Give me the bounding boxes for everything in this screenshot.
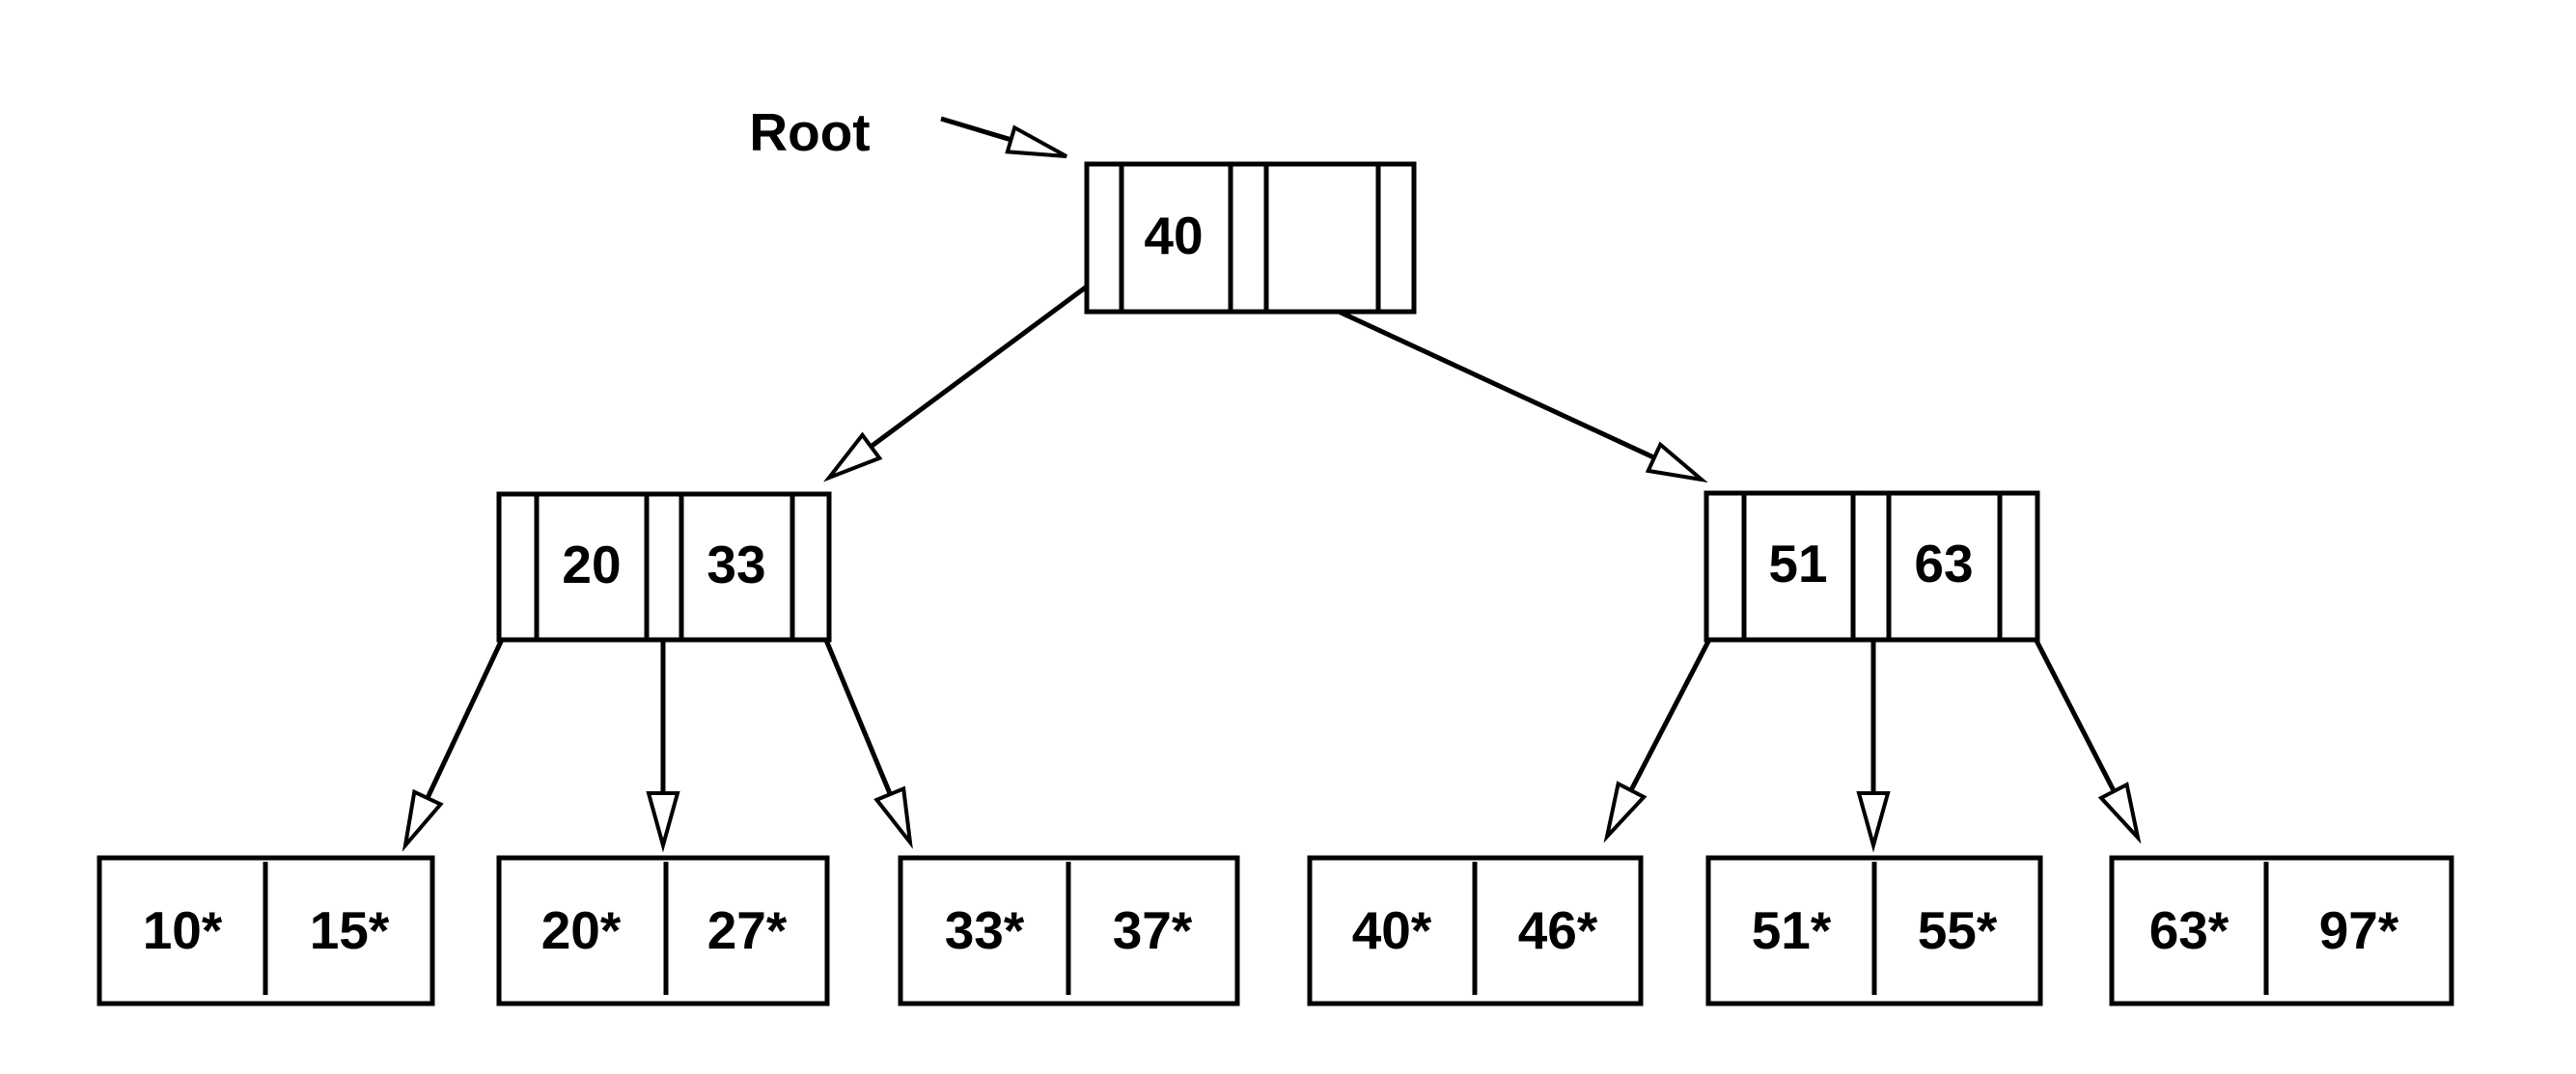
leaf-entry: 20*: [541, 900, 622, 960]
edge-shaft: [425, 611, 517, 800]
leaf-entry: 63*: [2149, 900, 2230, 960]
root-pointer-arrow-shaft: [940, 116, 1012, 143]
arrowhead-icon: [1856, 791, 1891, 853]
leaf-node-3: 33* 37*: [898, 855, 1240, 1006]
leaf-node-4: 40* 46*: [1307, 855, 1644, 1006]
internal-node-right: 51 63: [1703, 490, 2040, 643]
edge-right-internal-to-leaf5: [1856, 608, 1891, 853]
arrowhead-icon: [646, 791, 680, 853]
leaf-entry: 51*: [1752, 900, 1832, 960]
internal-node-box: [496, 491, 832, 643]
leaf-node-box: [496, 855, 830, 1006]
root-pointer-annotation: Root: [749, 102, 1067, 162]
leaf-entry: 33*: [945, 900, 1025, 960]
internal-key: 63: [1914, 534, 1973, 593]
leaf-node-2: 20* 27*: [496, 855, 830, 1006]
leaf-node-6: 63* 97*: [2109, 855, 2454, 1006]
root-key: 40: [1144, 206, 1203, 265]
edge-left-internal-to-leaf1: [402, 611, 517, 852]
leaf-node-5: 51* 55*: [1705, 855, 2043, 1006]
arrowhead-icon: [1645, 441, 1708, 483]
arrowhead-icon: [822, 431, 883, 482]
leaf-entry: 46*: [1518, 900, 1598, 960]
leaf-entry: 97*: [2319, 900, 2399, 960]
internal-node-box: [1703, 490, 2040, 643]
leaf-node-1: 10* 15*: [97, 855, 435, 1006]
leaf-entry: 10*: [143, 900, 223, 960]
internal-key: 20: [562, 535, 621, 594]
leaf-entry: 37*: [1113, 900, 1193, 960]
arrowhead-icon: [2097, 782, 2142, 844]
leaf-entry: 40*: [1352, 900, 1432, 960]
internal-key: 51: [1768, 534, 1827, 593]
internal-node-left: 20 33: [496, 491, 832, 643]
leaf-entry: 15*: [310, 900, 390, 960]
leaf-entry: 27*: [707, 900, 788, 960]
leaf-node-box: [2109, 855, 2454, 1006]
edge-shaft: [869, 275, 1100, 449]
arrowhead-icon: [1603, 781, 1648, 843]
root-label: Root: [749, 102, 870, 162]
arrowhead-icon: [873, 785, 913, 849]
internal-key: 33: [706, 535, 765, 594]
root-pointer-arrowhead-icon: [1005, 124, 1067, 158]
arrowhead-icon: [402, 788, 444, 852]
leaf-entry: 55*: [1918, 900, 1998, 960]
root-node: 40: [1084, 161, 1417, 315]
root-node-box: [1084, 161, 1417, 315]
edge-root-to-left-internal: [822, 275, 1100, 482]
